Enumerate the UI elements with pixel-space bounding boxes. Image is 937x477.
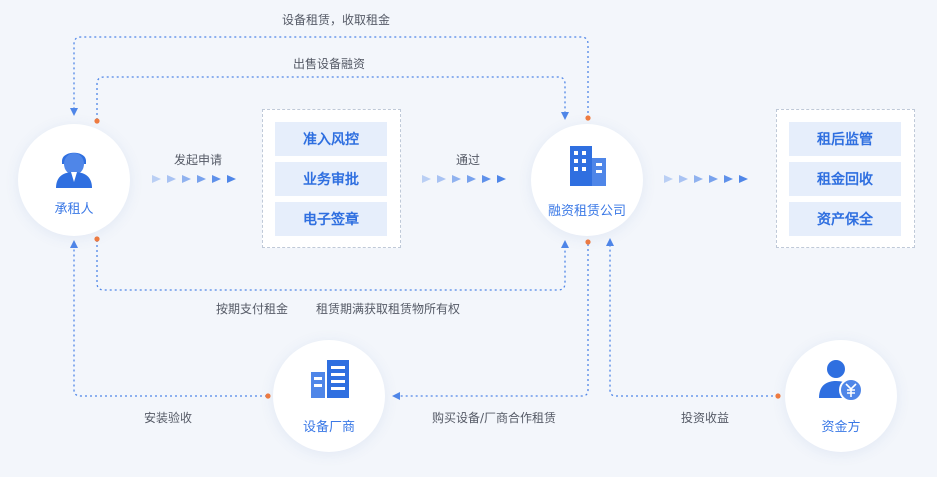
line-pay-rent xyxy=(96,240,569,291)
lessee-label: 承租人 xyxy=(54,202,94,217)
arrow-glyph xyxy=(452,175,461,183)
line-install xyxy=(70,240,267,397)
arrow-glyph xyxy=(437,175,446,183)
step-business-approval[interactable]: 业务审批 xyxy=(275,162,387,196)
arrow-glyph xyxy=(694,175,703,183)
label-apply: 发起申请 xyxy=(174,153,223,167)
label-invest-return: 投资收益 xyxy=(681,411,730,425)
label-pay-rent: 按期支付租金 xyxy=(216,302,289,316)
origin-dot xyxy=(775,393,781,399)
step-e-signature[interactable]: 电子签章 xyxy=(275,202,387,236)
line-purchase xyxy=(392,244,589,400)
origin-dot xyxy=(94,236,100,242)
arrow-glyph xyxy=(212,175,221,183)
label-sell-equipment: 出售设备融资 xyxy=(293,57,366,71)
arrow-glyph xyxy=(182,175,191,183)
node-leasing-company[interactable]: 融资租赁公司 xyxy=(531,124,643,236)
label-pass: 通过 xyxy=(456,153,481,167)
step-access-risk-control[interactable]: 准入风控 xyxy=(275,122,387,156)
fund-provider-label: 资金方 xyxy=(821,420,861,435)
step-rent-collection[interactable]: 租金回收 xyxy=(789,162,901,196)
leasing-company-label: 融资租赁公司 xyxy=(547,204,626,219)
line-lease-equipment xyxy=(70,36,589,118)
arrow-glyph xyxy=(482,175,491,183)
arrow-glyph xyxy=(739,175,748,183)
arrow-glyph xyxy=(467,175,476,183)
node-equipment-vendor[interactable]: 设备厂商 xyxy=(273,340,385,452)
post-lease-box: 租后监管 租金回收 资产保全 xyxy=(776,109,915,248)
step-post-lease-monitoring[interactable]: 租后监管 xyxy=(789,122,901,156)
origin-dot xyxy=(265,393,271,399)
equipment-vendor-label: 设备厂商 xyxy=(302,420,355,435)
step-asset-preservation[interactable]: 资产保全 xyxy=(789,202,901,236)
pass-arrows xyxy=(422,175,506,183)
arrow-glyph xyxy=(227,175,236,183)
origin-dot xyxy=(585,115,591,121)
user-icon xyxy=(56,152,92,188)
line-invest xyxy=(606,238,778,397)
post-lease-arrows xyxy=(664,175,748,183)
factory-icon xyxy=(311,360,349,398)
label-ownership: 租赁期满获取租赁物所有权 xyxy=(316,302,461,316)
label-install-accept: 安装验收 xyxy=(144,411,193,425)
origin-dot xyxy=(585,239,591,245)
node-fund-provider[interactable]: 资金方 xyxy=(785,340,897,452)
apply-arrows xyxy=(152,175,236,183)
arrow-glyph xyxy=(197,175,206,183)
arrow-glyph xyxy=(679,175,688,183)
arrow-glyph xyxy=(152,175,161,183)
building-icon xyxy=(570,146,606,186)
origin-dot xyxy=(94,118,100,124)
arrow-glyph xyxy=(497,175,506,183)
approval-box: 准入风控 业务审批 电子签章 xyxy=(262,109,401,248)
arrow-glyph xyxy=(709,175,718,183)
label-purchase: 购买设备/厂商合作租赁 xyxy=(432,411,557,425)
arrow-glyph xyxy=(167,175,176,183)
label-lease-equipment: 设备租赁，收取租金 xyxy=(282,13,391,27)
arrow-glyph xyxy=(664,175,673,183)
user-yuan-icon xyxy=(819,360,863,402)
arrow-glyph xyxy=(724,175,733,183)
node-lessee[interactable]: 承租人 xyxy=(18,124,130,236)
arrow-glyph xyxy=(422,175,431,183)
